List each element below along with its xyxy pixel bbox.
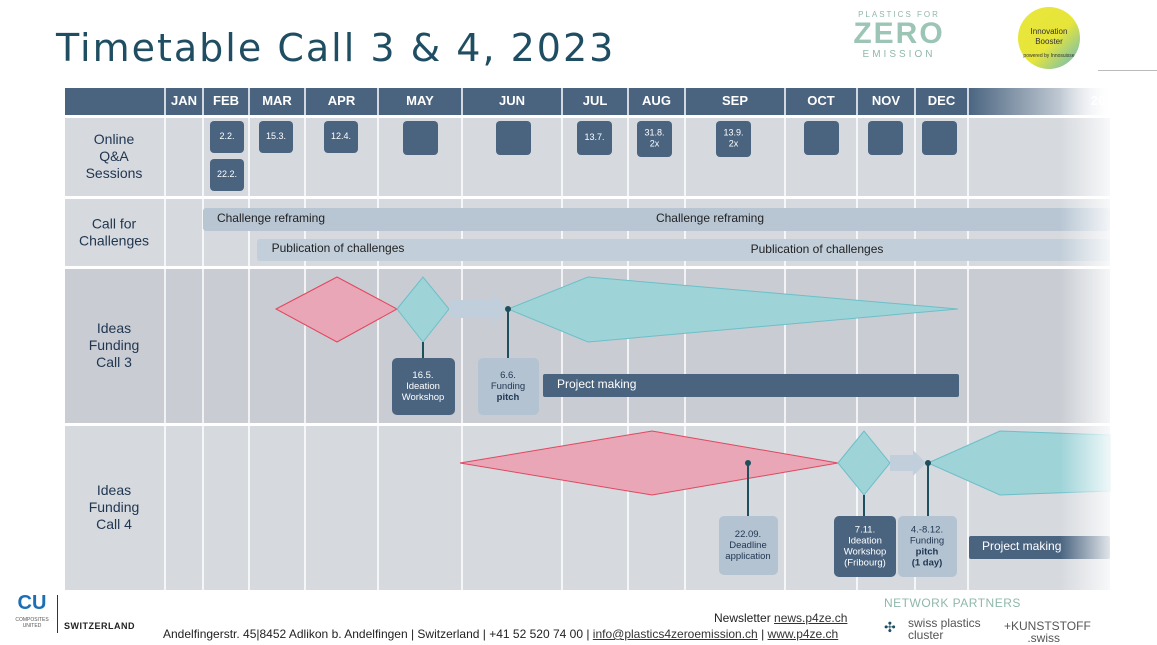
- month-label: FEB: [213, 93, 239, 108]
- qa-session-box: [577, 121, 612, 155]
- call3-pitch-box: [478, 358, 539, 415]
- call4-pitch-dot: [925, 460, 931, 466]
- qa-session-box: [259, 121, 293, 153]
- qa-session-box: [496, 121, 531, 155]
- call3-project-label: Project making: [557, 377, 636, 391]
- header-bar: [65, 88, 968, 115]
- challenge-reframing-bar: [203, 208, 1110, 231]
- challenge-reframing-label: Challenge reframing: [656, 211, 764, 225]
- qa-session-box: [210, 121, 244, 153]
- call4-pitch-box: [898, 516, 957, 577]
- footer-address: Andelfingerstr. 45|8452 Adlikon b. Andel…: [163, 627, 590, 641]
- month-label: MAY: [406, 93, 434, 108]
- switzerland-label: SWITZERLAND: [64, 621, 135, 631]
- month-label: NOV: [872, 93, 901, 108]
- publication-bar: [257, 239, 1110, 261]
- qa-session-box: [324, 121, 358, 153]
- newsletter-label: Newsletter: [714, 611, 771, 625]
- qa-session-box: [716, 121, 751, 157]
- month-label: AUG: [642, 93, 671, 108]
- kunststoff-swiss-logo: +KUNSTSTOFF .swiss: [1004, 619, 1091, 645]
- qa-session-box: [210, 159, 244, 191]
- month-label: JUN: [499, 93, 525, 108]
- website-link[interactable]: www.p4ze.ch: [767, 627, 839, 641]
- email-link[interactable]: info@plastics4zeroemission.ch: [592, 627, 758, 641]
- call4-deadline-dot: [745, 460, 751, 466]
- qa-session-date: 12.4.: [331, 131, 351, 141]
- qa-session-box: [804, 121, 839, 155]
- month-label: OCT: [807, 93, 835, 108]
- call4-arrow: [890, 450, 926, 476]
- month-label: DEC: [928, 93, 956, 108]
- newsletter-link[interactable]: news.p4ze.ch: [774, 611, 848, 625]
- call3-arrow: [449, 294, 508, 324]
- network-partners-heading: NETWORK PARTNERS: [884, 596, 1021, 610]
- innovation-booster-logo: Innovation Booster powered by Innosuisse: [1018, 7, 1080, 69]
- page-title: Timetable Call 3 & 4, 2023: [56, 26, 616, 70]
- qa-session-box: [403, 121, 438, 155]
- cluster-icon: ✣: [884, 619, 896, 635]
- month-label: APR: [328, 93, 356, 108]
- qa-session-date: 13.9.2x: [723, 128, 743, 149]
- composites-united-logo: CU: [17, 592, 47, 614]
- challenge-reframing-label: Challenge reframing: [217, 211, 325, 225]
- month-label: MAR: [262, 93, 292, 108]
- qa-session-box: [922, 121, 957, 155]
- publication-label: Publication of challenges: [272, 241, 405, 255]
- publication-label: Publication of challenges: [751, 242, 884, 256]
- qa-session-date: 31.8.2x: [644, 128, 664, 149]
- plastics-for-zero-emission-logo: PLASTICS FOR ZERO EMISSION: [853, 10, 945, 60]
- timetable-chart: JANFEBMARAPRMAYJUNJULAUGSEPOCTNOVDEC20On…: [65, 88, 1111, 590]
- call3-ideation-box: [392, 358, 455, 415]
- qa-session-date: 2.2.: [219, 131, 234, 141]
- qa-session-box: [868, 121, 903, 155]
- month-label: SEP: [722, 93, 748, 108]
- call4-project-label: Project making: [982, 539, 1061, 553]
- qa-session-box: [637, 121, 672, 157]
- month-label: JAN: [171, 93, 197, 108]
- qa-session-date: 13.7.: [584, 132, 604, 142]
- call4-ideation-box: [834, 516, 896, 577]
- qa-session-date: 15.3.: [266, 131, 286, 141]
- call3-project-diamond: [506, 276, 959, 343]
- call3-pitch-dot: [505, 306, 511, 312]
- call4-deadline-box: [719, 516, 778, 575]
- month-label: JUL: [583, 93, 608, 108]
- qa-session-date: 22.2.: [217, 169, 237, 179]
- call3-project-bar: [543, 374, 959, 397]
